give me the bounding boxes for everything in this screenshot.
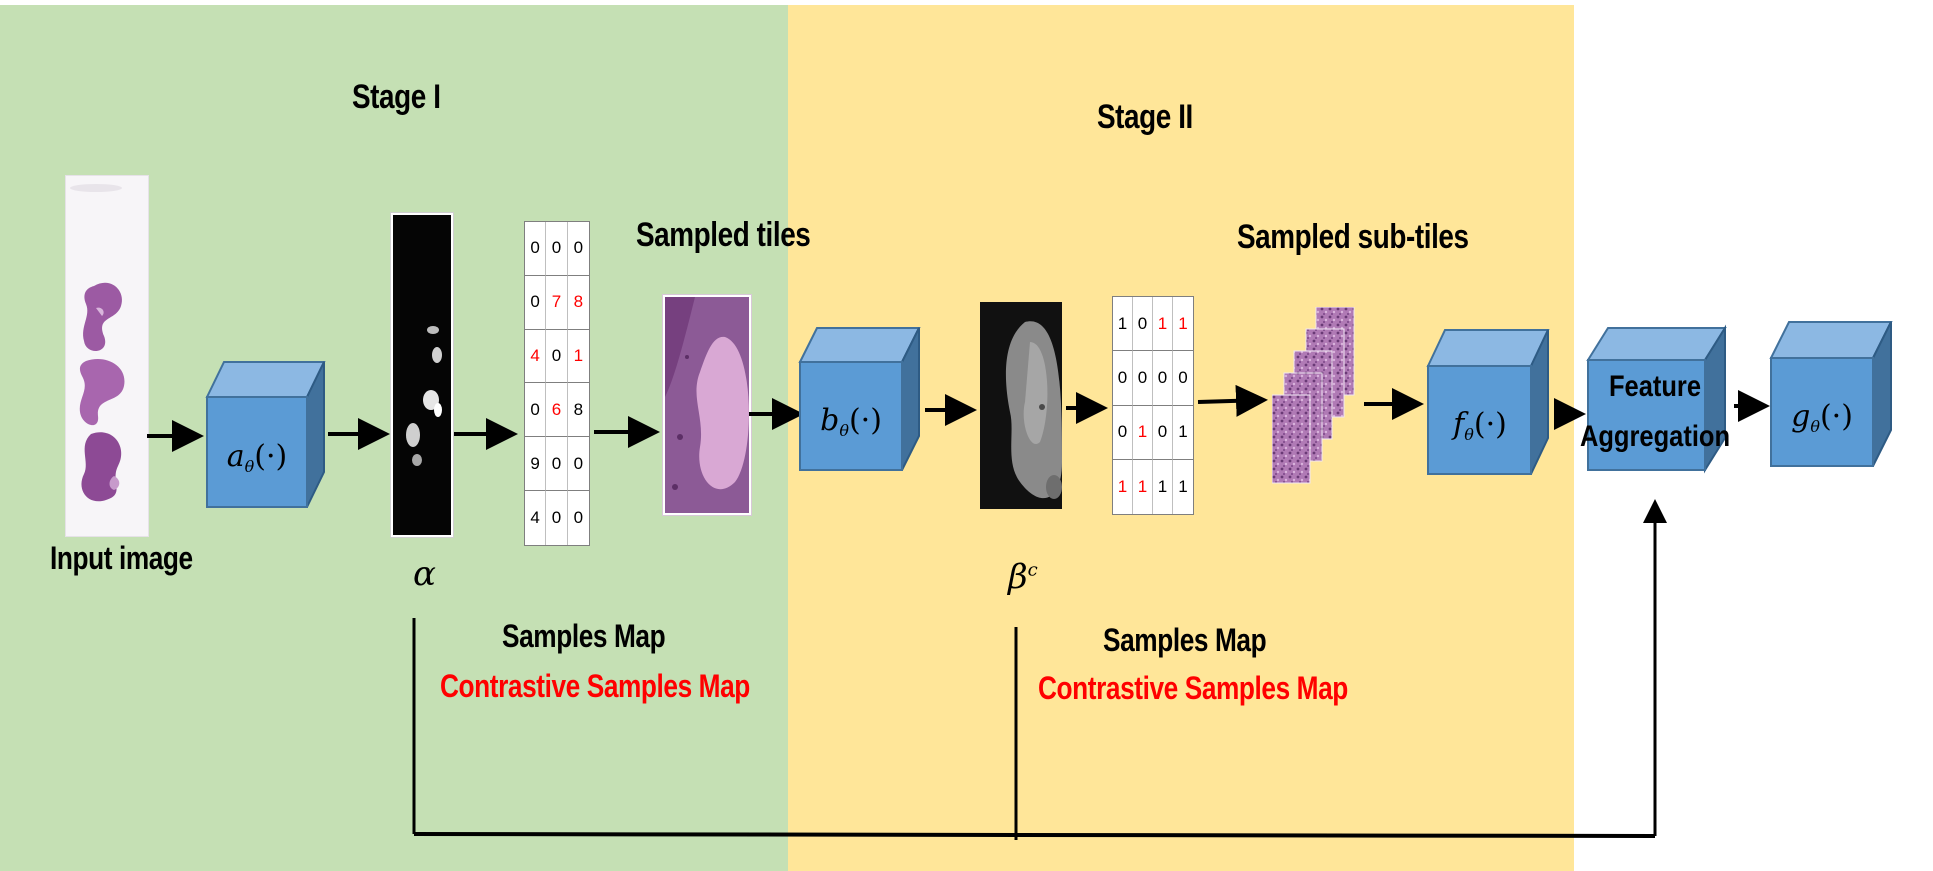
svg-text:fθ(·): fθ(·) <box>1451 407 1507 444</box>
svg-text:Feature: Feature <box>1609 369 1701 402</box>
samples-map-1-cell: 0 <box>567 222 589 276</box>
samples-map-1-cell: 4 <box>525 329 547 384</box>
samples-map-1-cell: 0 <box>525 275 547 330</box>
samples-map-1-label: Samples Map <box>502 618 666 654</box>
samples-map-1-cell: 6 <box>546 383 568 438</box>
a-theta-block: aθ(·) <box>205 361 326 508</box>
samples-map-2-label: Samples Map <box>1103 622 1267 658</box>
f-theta-block: fθ(·) <box>1426 329 1550 475</box>
samples-map-1-cell: 7 <box>546 275 568 330</box>
alpha-label: α <box>413 554 436 594</box>
samples-map-1-cell: 9 <box>525 437 547 492</box>
svg-text:Aggregation: Aggregation <box>1580 419 1730 452</box>
stage-1-title: Stage I <box>352 78 441 116</box>
contrastive-samples-map-2-label: Contrastive Samples Map <box>1038 670 1348 706</box>
samples-map-1-cell: 0 <box>525 222 547 276</box>
samples-map-1-cell: 8 <box>567 383 589 438</box>
samples-map-1-cell: 0 <box>573 508 584 528</box>
samples-map-2-cell: 1 <box>1173 297 1193 352</box>
samples-map-2-cell: 1 <box>1133 459 1153 514</box>
samples-map-2-cell: 0 <box>1153 351 1173 406</box>
samples-map-2-cell: 1 <box>1178 476 1188 496</box>
feature-aggregation-block: Feature Aggregation <box>1580 324 1730 474</box>
feedback-line-bottom <box>413 832 1656 838</box>
samples-map-1-cell: 0 <box>525 383 547 438</box>
sampled-subtiles-label: Sampled sub-tiles <box>1237 218 1469 256</box>
samples-map-2-cell: 0 <box>1113 351 1133 406</box>
samples-map-1-cell: 0 <box>546 437 568 492</box>
samples-map-1-cell: 8 <box>567 276 589 330</box>
svg-text:aθ(·): aθ(·) <box>227 439 287 476</box>
beta-label: βc <box>1008 557 1038 597</box>
samples-map-2-cell: 1 <box>1113 459 1133 514</box>
svg-text:bθ(·): bθ(·) <box>820 403 882 440</box>
sampled-subtiles-stack <box>1271 306 1356 485</box>
samples-map-2-cell: 1 <box>1133 405 1153 460</box>
samples-map-1-cell: 4 <box>525 491 547 545</box>
samples-map-1-cell: 0 <box>567 437 589 492</box>
b-theta-block: bθ(·) <box>798 327 921 471</box>
attention-map-beta <box>980 302 1062 509</box>
svg-text:gθ(·): gθ(·) <box>1791 399 1853 436</box>
attention-map-alpha <box>391 213 453 537</box>
contrastive-samples-map-1-label: Contrastive Samples Map <box>440 668 750 704</box>
sampled-tile-image <box>663 295 751 515</box>
sampled-tiles-label: Sampled tiles <box>636 216 811 254</box>
samples-map-2-cell: 0 <box>1133 297 1153 352</box>
samples-map-1-cell: 0 <box>546 491 568 545</box>
arrow-grid-to-subtiles <box>1197 384 1268 417</box>
stage-2-title: Stage II <box>1097 98 1193 136</box>
samples-map-1-cell: 0 <box>546 222 568 276</box>
samples-map-2-cell: 1 <box>1173 406 1193 460</box>
samples-map-2-cell: 1 <box>1153 297 1173 352</box>
samples-map-1-cell: 0 <box>546 329 568 384</box>
samples-map-1-cell: 1 <box>567 330 589 384</box>
input-image-label: Input image <box>50 540 193 576</box>
samples-map-2-cell: 0 <box>1113 405 1133 460</box>
samples-map-2-cell: 1 <box>1113 297 1133 352</box>
samples-map-2-cell: 0 <box>1153 405 1173 460</box>
samples-map-2-cell: 1 <box>1153 459 1173 514</box>
samples-map-2-cell: 0 <box>1173 351 1193 406</box>
samples-map-2-cell: 0 <box>1133 351 1153 406</box>
input-image <box>65 175 149 537</box>
g-theta-block: gθ(·) <box>1769 321 1893 467</box>
